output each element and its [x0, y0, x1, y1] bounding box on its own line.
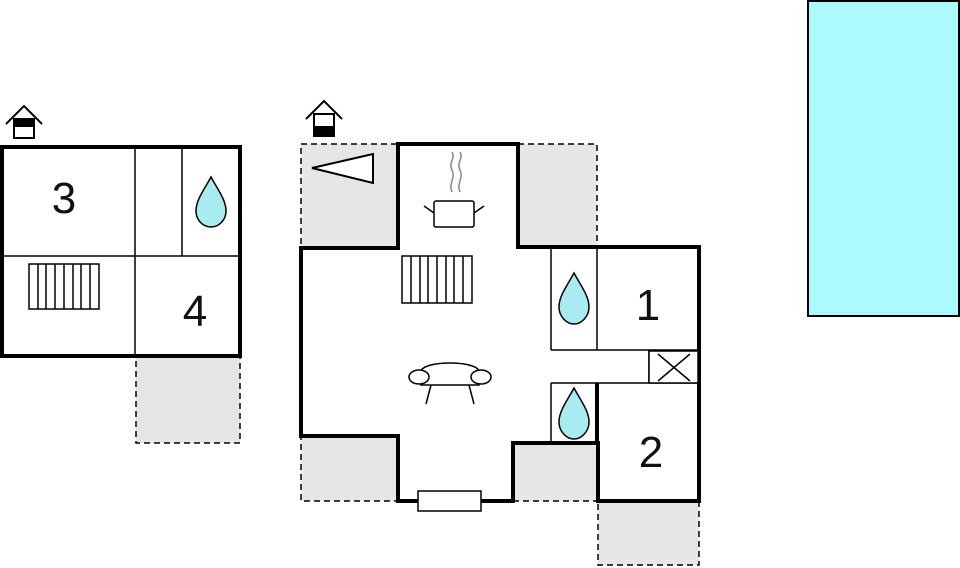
stairs-icon: [28, 263, 100, 310]
terrace-bottom-left: [300, 435, 399, 502]
terrace-bottom-mid: [512, 442, 598, 502]
fireplace-icon: [401, 255, 473, 304]
right-outer-wall: [299, 142, 701, 503]
closet-x-icon: [648, 350, 699, 384]
house-floor-level-icon: [305, 99, 343, 137]
room-3-label: 3: [52, 174, 76, 223]
left-building: 3 4: [0, 104, 242, 444]
water-drop-icon: [558, 386, 590, 440]
room-1-label: 1: [636, 281, 660, 330]
room-4-label: 4: [183, 287, 207, 336]
terrace-bottom-right: [597, 501, 700, 566]
skylight-icon: [311, 152, 374, 185]
window-icon: [417, 490, 482, 512]
water-drop-icon: [195, 175, 227, 228]
right-building: 1 2: [299, 99, 701, 566]
cooking-pot-icon: [423, 151, 485, 228]
swimming-pool: [807, 0, 960, 317]
terrace-left: [135, 356, 241, 444]
left-outer-wall: [0, 145, 242, 358]
water-drop-icon: [558, 271, 590, 325]
house-floor-level-icon: [5, 104, 43, 139]
room-2-label: 2: [639, 428, 663, 477]
sofa-icon: [408, 362, 492, 405]
terrace-top-right: [517, 143, 598, 247]
